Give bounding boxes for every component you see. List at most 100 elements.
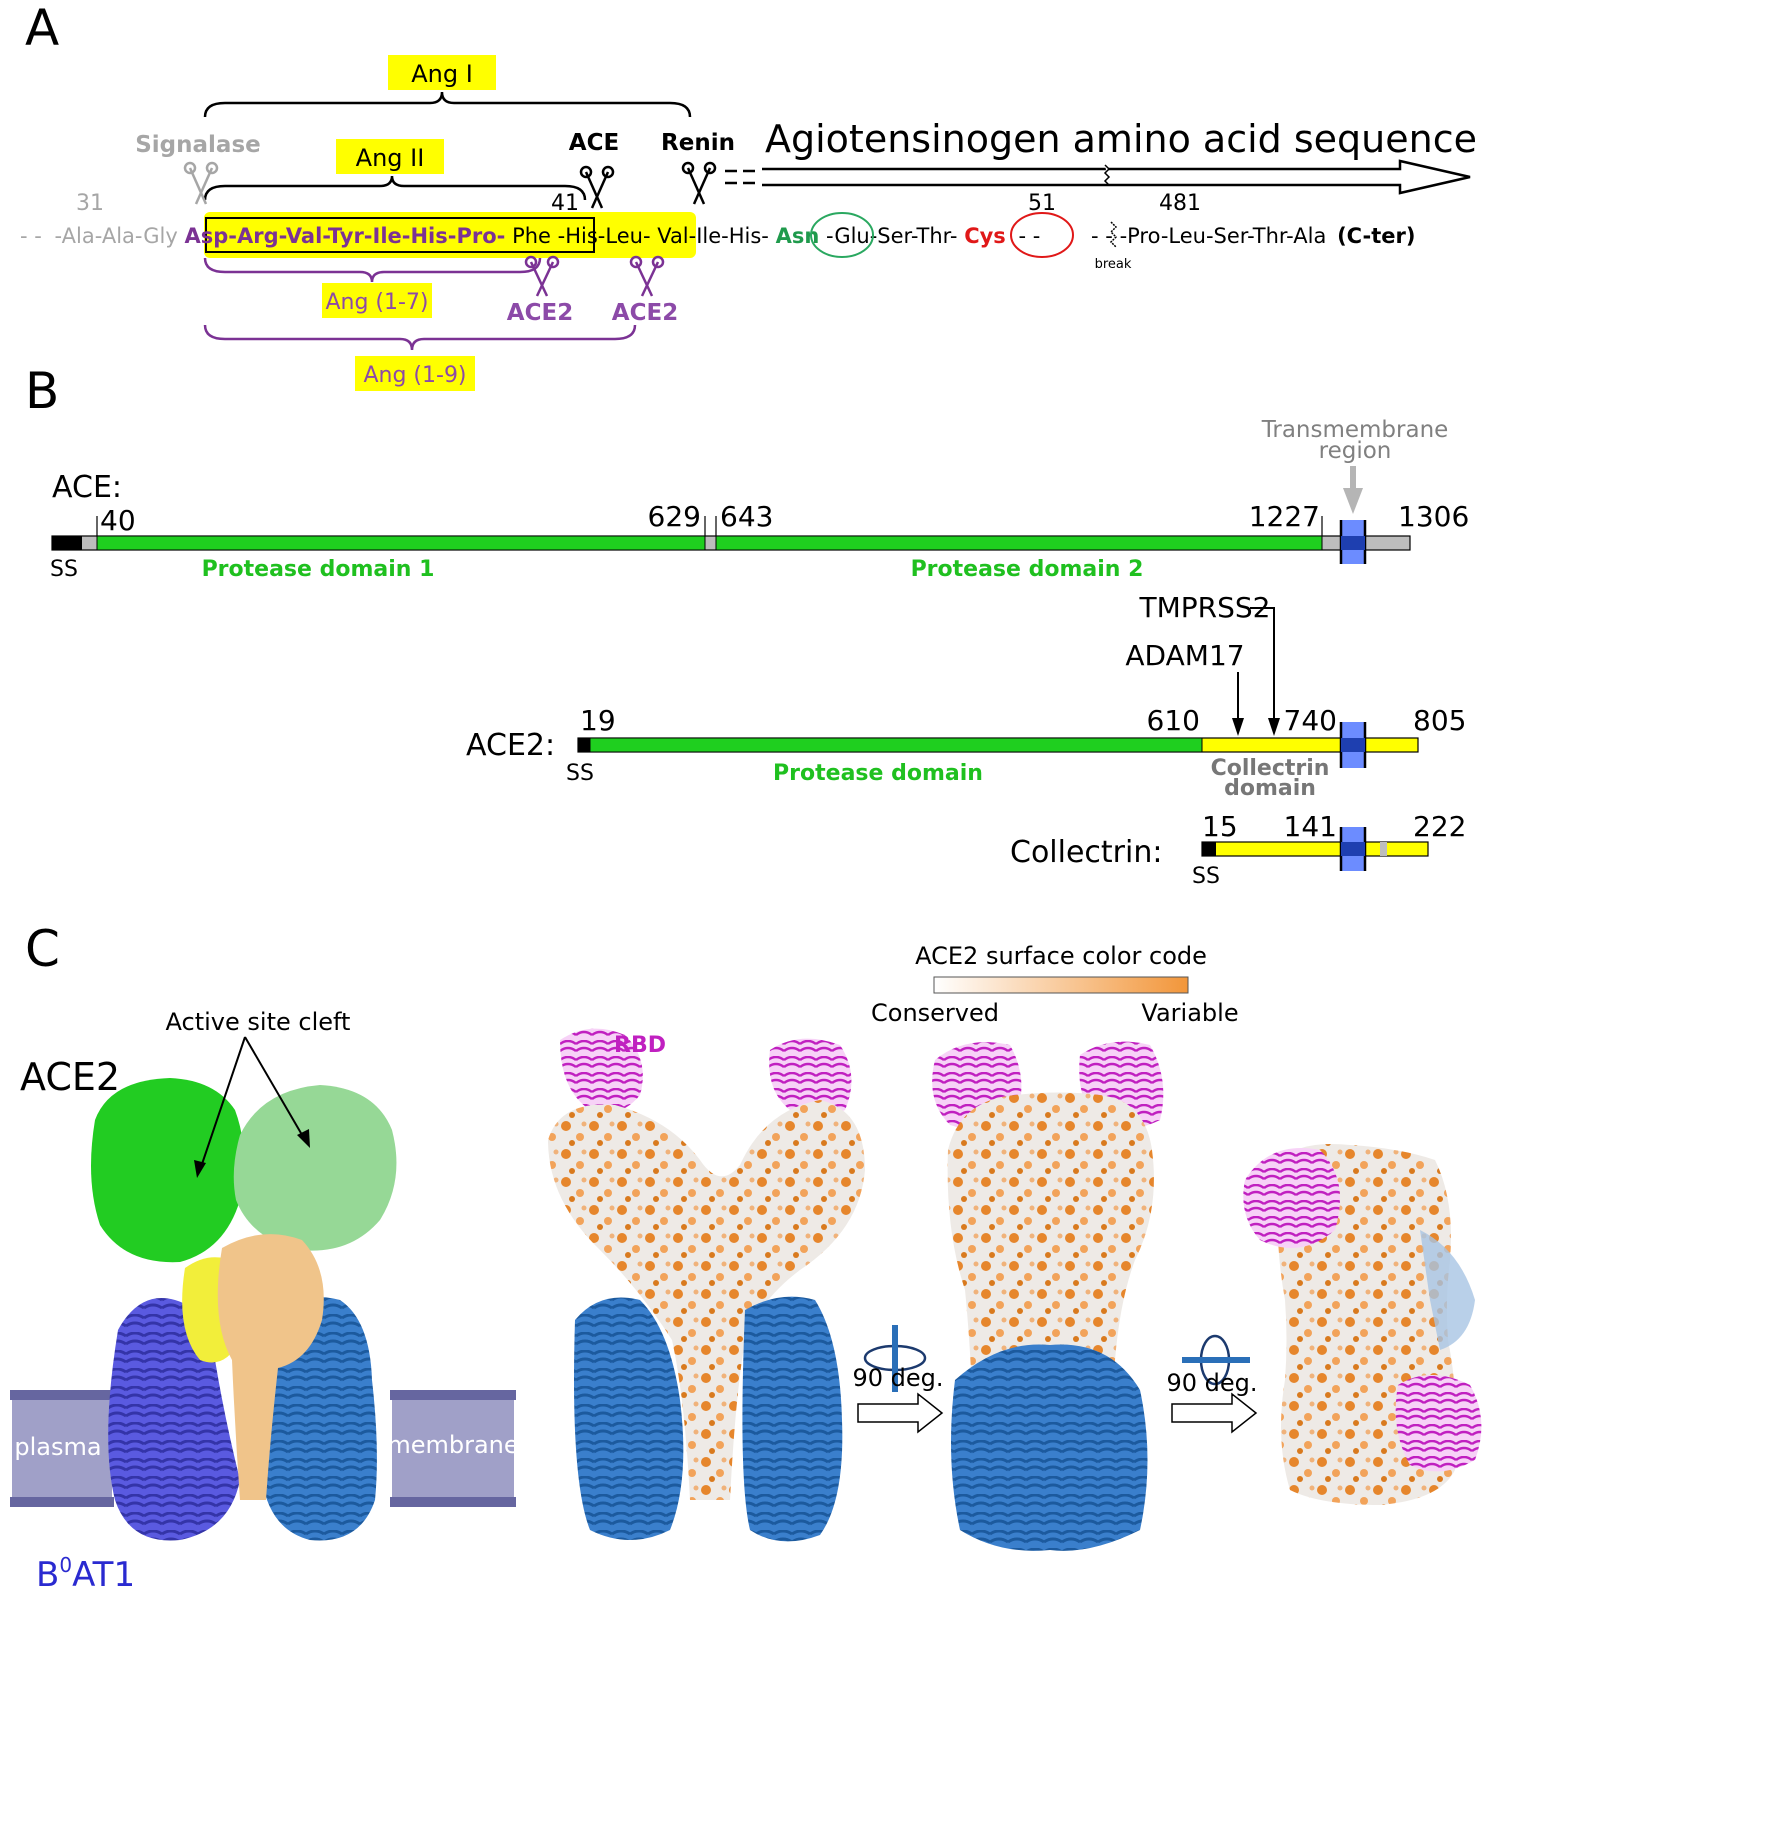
b0at1-ribbon-view-3 <box>1420 1230 1475 1350</box>
ace2-scissors-icon-1 <box>524 255 560 297</box>
ace-domain1-label: Protease domain 1 <box>202 557 435 582</box>
num-51: 51 <box>1028 191 1056 216</box>
ace2-bar-label: ACE2: <box>466 728 555 763</box>
rotation-arrow-1 <box>857 1392 944 1434</box>
break-label: break <box>1095 257 1132 272</box>
tm-label-line2: region <box>1319 438 1392 464</box>
active-site-arrow-1 <box>199 1036 246 1171</box>
renin-label: Renin <box>661 130 735 156</box>
num-31: 31 <box>76 191 104 216</box>
ace2-label-1: ACE2 <box>507 300 573 326</box>
collectrin-n141: 141 <box>1284 810 1337 843</box>
collectrin-domain-line1: Collectrin <box>1211 756 1330 781</box>
ace-domain2-label: Protease domain 2 <box>911 557 1144 582</box>
collectrin-n222: 222 <box>1413 810 1466 843</box>
num-41: 41 <box>551 191 579 216</box>
panel-label-b: B <box>25 362 59 420</box>
membrane-left <box>12 1396 112 1502</box>
ang-ii-label: Ang II <box>356 144 425 172</box>
renin-scissors-icon <box>681 161 717 205</box>
ace-protease-domain-1 <box>96 535 706 551</box>
ace-protease-domain-2 <box>715 535 1323 551</box>
cys-circle <box>1010 212 1074 258</box>
ace-scissors-icon <box>579 165 615 209</box>
ang-ii-highlight <box>336 139 444 174</box>
collectrin-domain-line2: domain <box>1224 776 1316 801</box>
active-site-arrow-2 <box>244 1036 306 1141</box>
ace2-n740: 740 <box>1284 704 1337 737</box>
ace2-signal-peptide <box>578 738 590 752</box>
ace2-green-monomer <box>91 1078 244 1263</box>
rotation-label-1: 90 deg. <box>852 1364 943 1392</box>
ace2-n805: 805 <box>1413 704 1466 737</box>
active-site-label: Active site cleft <box>166 1008 351 1036</box>
b0at1-ribbon-view-1-left <box>574 1297 684 1540</box>
ace2-structure-label: ACE2 <box>20 1055 120 1099</box>
membrane-label: membrane <box>387 1431 518 1459</box>
ace2-domain-label: Protease domain <box>773 761 983 786</box>
tm-label-line1: Transmembrane <box>1261 417 1449 443</box>
ace2-lightgreen-monomer <box>233 1085 397 1251</box>
ang-1-9-brace <box>203 324 637 351</box>
ang-i-label: Ang I <box>411 60 473 88</box>
color-code-title: ACE2 surface color code <box>915 942 1207 970</box>
collectrin-n15: 15 <box>1202 810 1238 843</box>
tmprss2-label: TMPRSS2 <box>1139 591 1271 624</box>
num-481: 481 <box>1159 191 1201 216</box>
ang-1-9-label: Ang (1-9) <box>363 363 466 388</box>
collectrin-grey-mark <box>1380 842 1387 856</box>
rbd-ribbon-view-3-bottom <box>1395 1375 1482 1472</box>
ang-ii-sequence-box <box>205 217 595 253</box>
collectrin-ss: SS <box>1192 864 1220 889</box>
rbd-ribbon-left <box>560 1028 643 1113</box>
signalase-label: Signalase <box>135 132 261 158</box>
ace-ss: SS <box>50 557 78 582</box>
panel-label-a: A <box>25 0 59 57</box>
b0at1-ribbon-view-2 <box>951 1344 1148 1551</box>
collectrin-wheat-surface <box>217 1234 324 1500</box>
ace2-label-2: ACE2 <box>612 300 678 326</box>
sequence-arrow <box>762 159 1471 195</box>
ang-i-brace <box>203 91 692 118</box>
ace-n40: 40 <box>100 504 136 537</box>
signalase-scissors-icon <box>183 161 219 205</box>
ace-label: ACE <box>569 130 619 156</box>
color-code-gradient <box>933 976 1189 994</box>
ang-1-9-highlight <box>355 356 475 391</box>
rotation-label-2: 90 deg. <box>1166 1369 1257 1397</box>
ace-n1227: 1227 <box>1249 500 1320 533</box>
ace-signal-peptide <box>52 536 82 550</box>
sequence-line: - - -Ala-Ala-Gly Asp-Arg-Val-Tyr-Ile-His… <box>20 224 1416 248</box>
ang-i-sequence-highlight <box>204 212 696 258</box>
ang-i-highlight <box>388 55 496 90</box>
rbd-ribbon-view-3-top <box>1243 1148 1340 1248</box>
ang-1-7-brace <box>203 257 542 283</box>
ace-bar-label: ACE: <box>52 470 122 505</box>
ace2-surface-view-1 <box>548 1100 865 1500</box>
arrow-break-icon <box>1103 164 1111 186</box>
sequence-title: Agiotensinogen amino acid sequence <box>765 117 1477 161</box>
b0at1-ribbon-view-1-right <box>742 1296 843 1542</box>
collectrin-bar-label: Collectrin: <box>1010 835 1162 870</box>
rbd-ribbon-right <box>769 1038 852 1118</box>
ace-n643: 643 <box>720 500 773 533</box>
ace-n1306: 1306 <box>1398 500 1469 533</box>
asn-circle <box>810 212 874 258</box>
tm-arrow-head <box>1343 488 1363 514</box>
variable-label: Variable <box>1141 999 1238 1027</box>
adam17-label: ADAM17 <box>1125 639 1244 672</box>
ace2-n610: 610 <box>1147 704 1200 737</box>
panel-label-c: C <box>25 920 60 978</box>
membrane-right <box>392 1396 514 1502</box>
ace-n629: 629 <box>648 500 701 533</box>
conserved-label: Conserved <box>871 999 999 1027</box>
collectrin-signal-peptide <box>1202 842 1216 856</box>
plasma-label: plasma <box>14 1433 101 1461</box>
collectrin-bar-background <box>1201 841 1429 857</box>
ace2-n19: 19 <box>580 704 616 737</box>
ace2-protease-domain <box>589 737 1203 753</box>
tmprss2-arrow <box>1250 607 1275 726</box>
ace2-ss: SS <box>566 761 594 786</box>
ang-1-7-label: Ang (1-7) <box>325 290 428 315</box>
